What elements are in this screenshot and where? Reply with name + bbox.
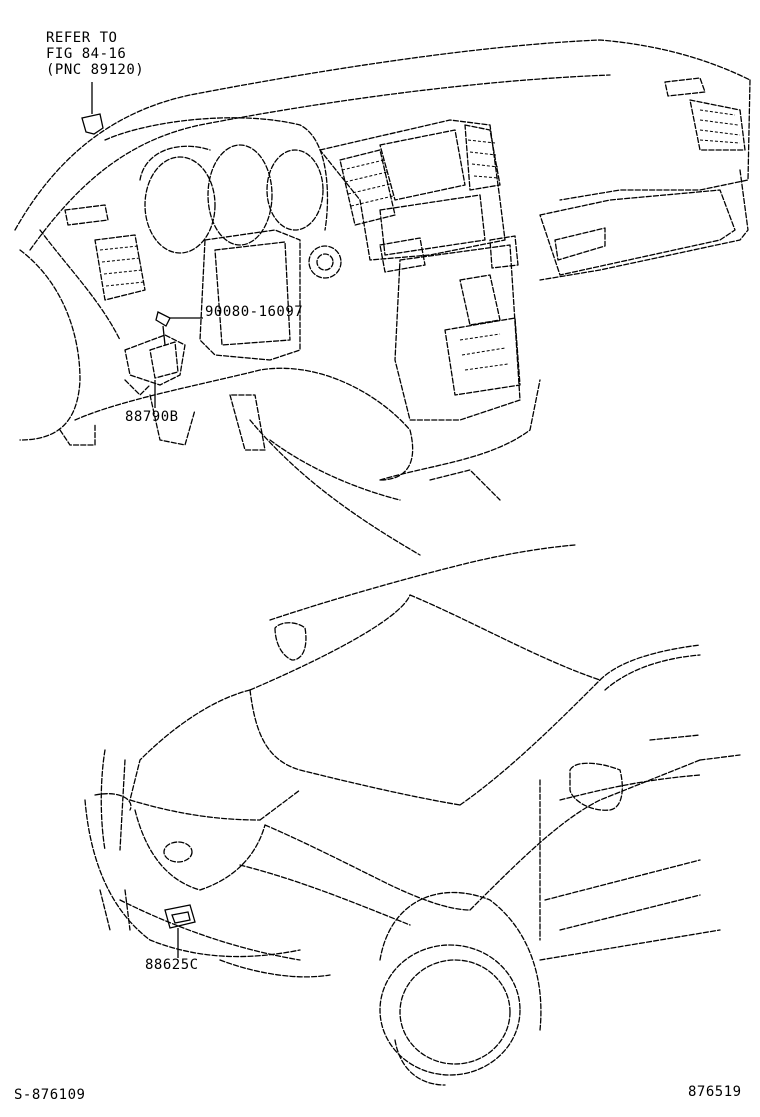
refer-callout-line-1: REFER TO bbox=[46, 30, 118, 46]
refer-callout-line-2: FIG 84-16 bbox=[46, 46, 127, 62]
dashboard-drawing bbox=[14, 39, 751, 556]
footer-left-code: S-876109 bbox=[14, 1087, 86, 1103]
front-part-number: 88625C bbox=[145, 957, 199, 973]
dash-part-number: 88790B bbox=[125, 409, 179, 425]
vehicle-drawing bbox=[84, 544, 741, 1086]
bolt-part-number: 90080-16097 bbox=[205, 304, 304, 320]
refer-callout-line-3: (PNC 89120) bbox=[46, 62, 145, 78]
footer-right-code: 876519 bbox=[688, 1084, 742, 1100]
